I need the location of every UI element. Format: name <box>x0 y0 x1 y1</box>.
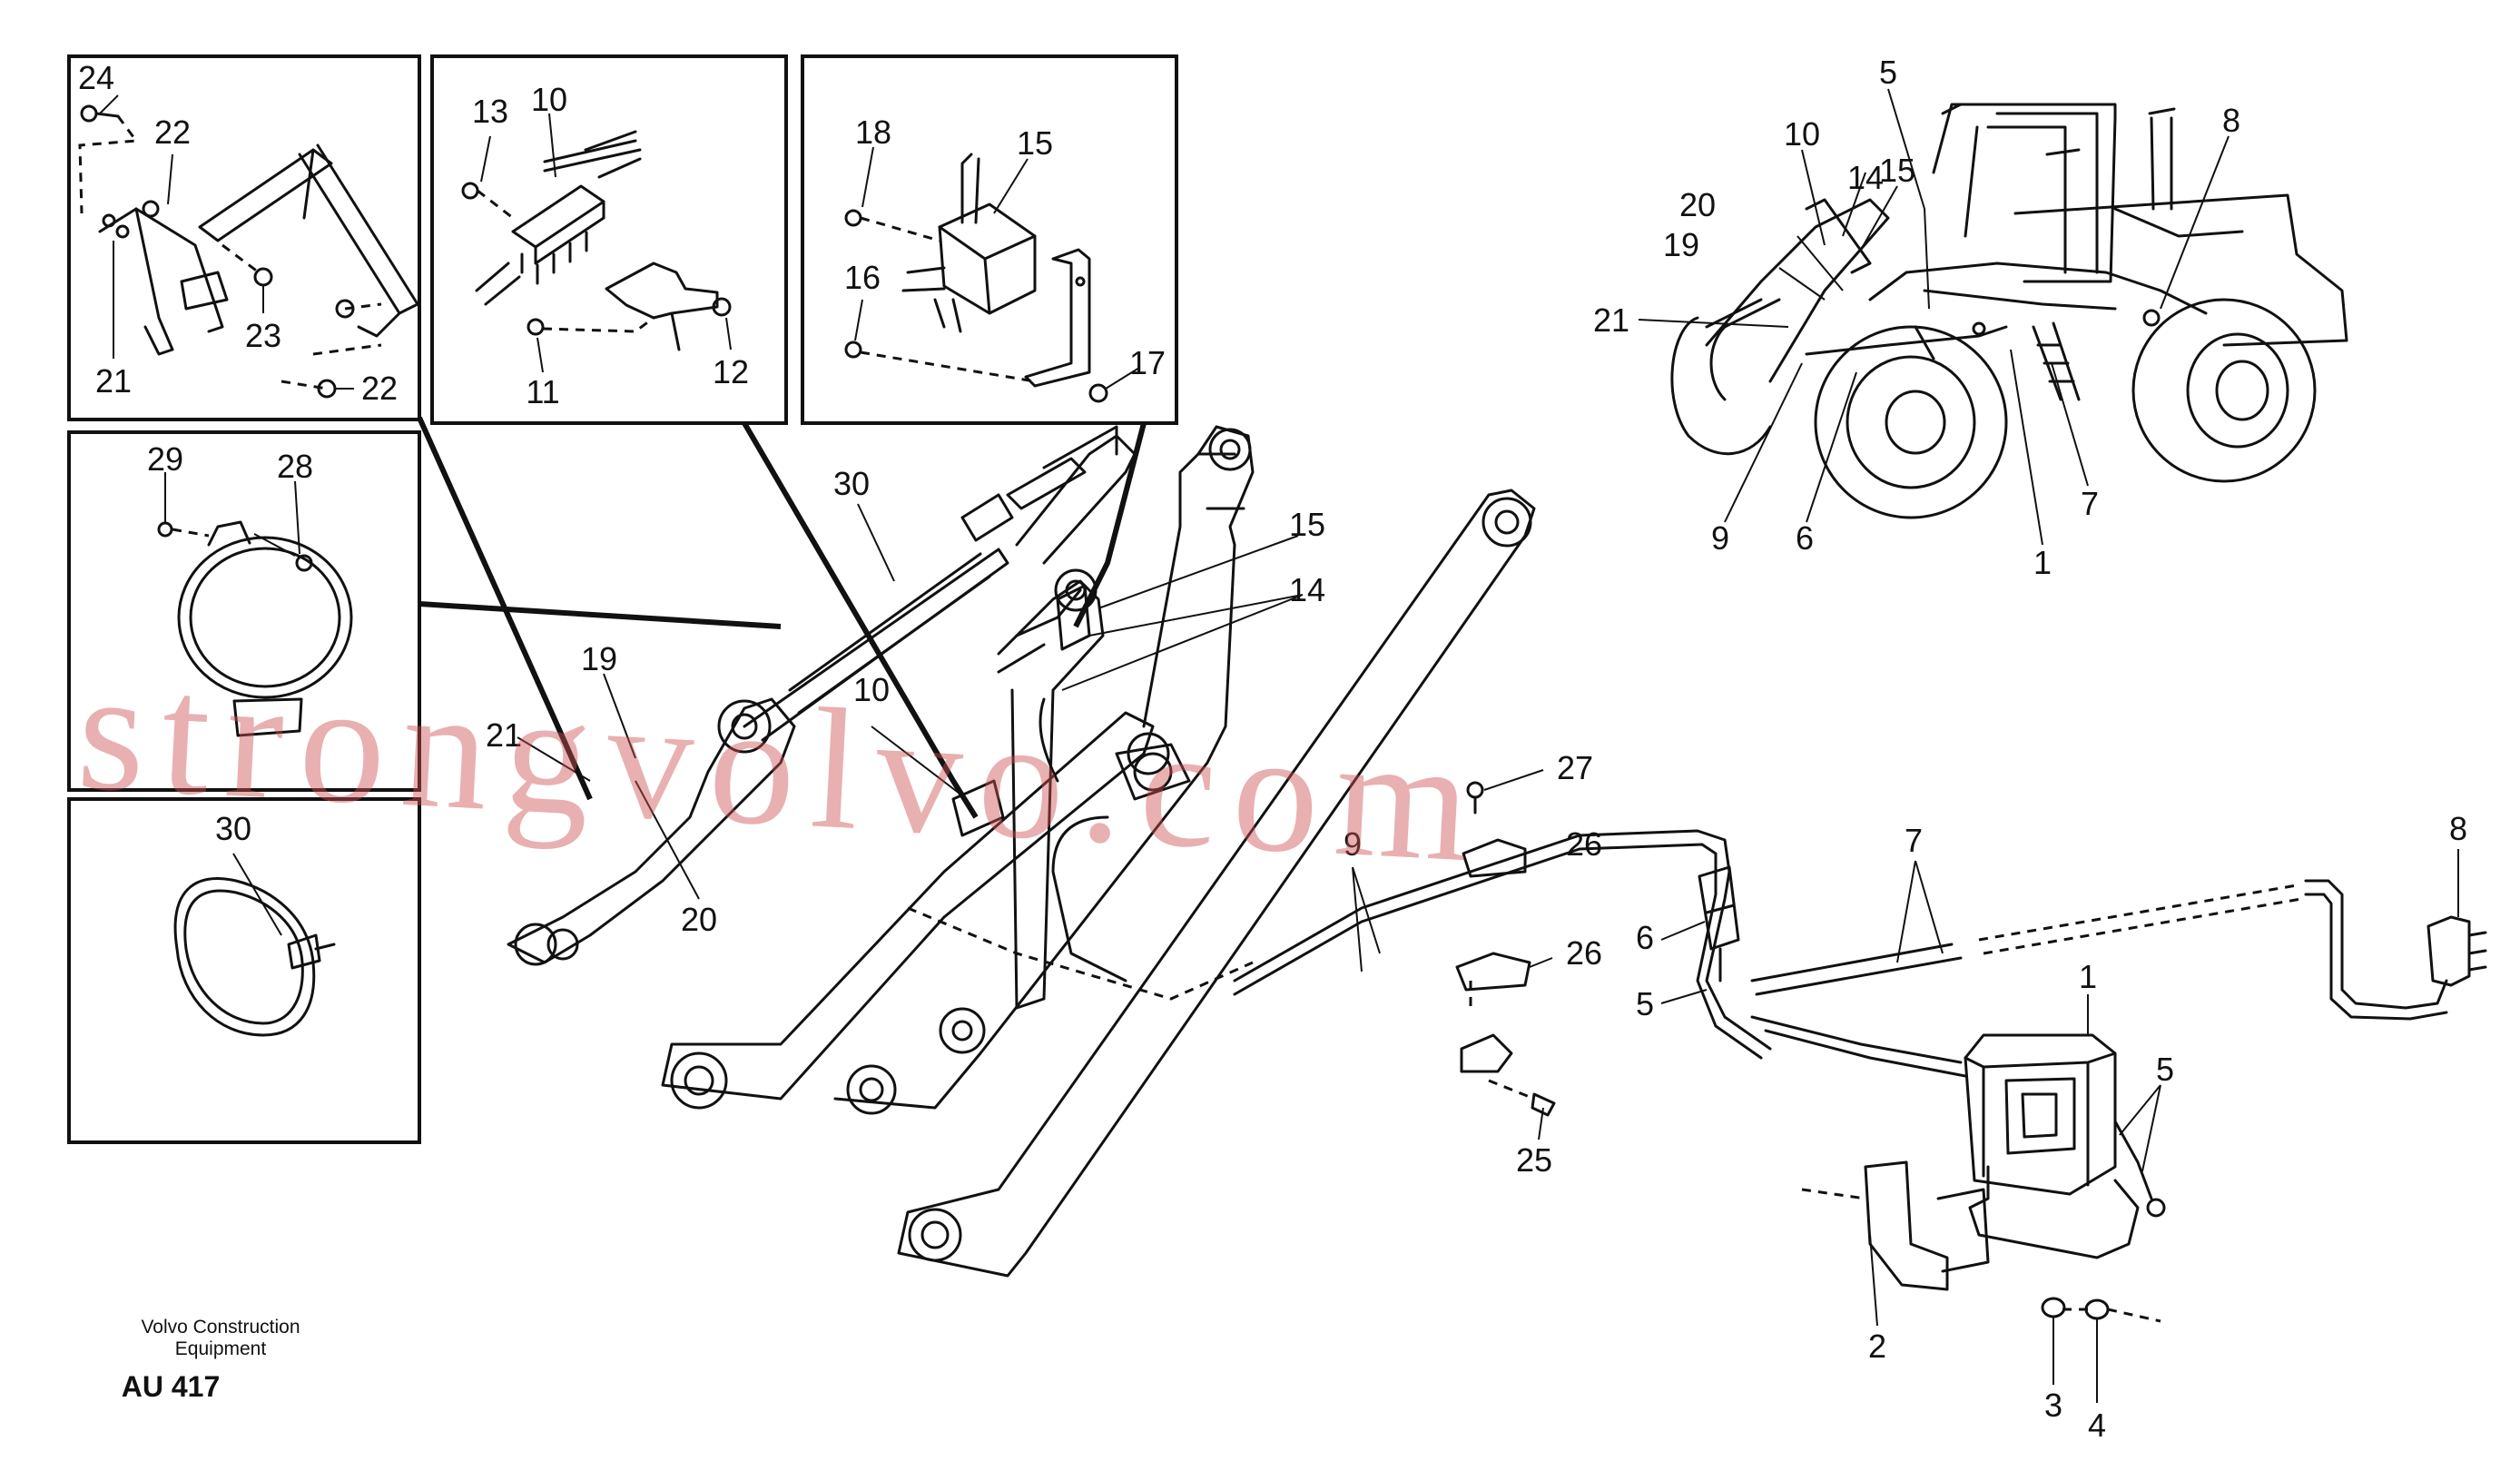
callout-label: 18 <box>855 114 891 151</box>
callout-label: 20 <box>1679 186 1716 223</box>
drawing-code: AU 417 <box>122 1370 221 1403</box>
callout-label: 21 <box>95 362 132 400</box>
callout-label: 19 <box>581 640 617 677</box>
callout-label: 8 <box>2222 102 2240 139</box>
callout-label: 4 <box>2088 1407 2106 1444</box>
callout-label: 10 <box>531 81 567 118</box>
callout-label: 13 <box>472 93 508 130</box>
callout-label: 6 <box>1636 919 1654 956</box>
callout-label: 29 <box>147 440 183 478</box>
detail-box-valve: 13 10 11 12 <box>430 54 788 425</box>
callout-label: 1 <box>2033 544 2052 581</box>
callout-label: 30 <box>833 465 870 502</box>
main-boom-assembly: 30 15 14 19 21 10 20 27 26 26 25 9 7 8 6… <box>486 425 2487 1444</box>
callout-label: 24 <box>78 59 114 96</box>
brand-line-1: Volvo Construction <box>141 1317 300 1338</box>
callout-label: 20 <box>681 901 717 938</box>
callout-label: 9 <box>1344 825 1362 863</box>
callout-label: 15 <box>1289 506 1325 543</box>
callout-label: 10 <box>853 671 890 708</box>
callout-label: 11 <box>526 373 559 410</box>
callout-label: 7 <box>1905 822 1923 859</box>
callout-label: 2 <box>1868 1328 1886 1365</box>
callout-label: 14 <box>1847 159 1884 196</box>
callout-label: 26 <box>1566 825 1602 863</box>
brand-line-2: Equipment <box>175 1338 267 1359</box>
callout-label: 5 <box>1636 985 1654 1022</box>
detail-box-cable-tie: 30 <box>67 797 421 1144</box>
callout-label: 8 <box>2449 810 2467 847</box>
callout-label: 5 <box>2156 1051 2174 1088</box>
callout-label: 17 <box>1129 344 1166 381</box>
detail-box-valve-side: 18 15 16 17 <box>801 54 1178 425</box>
detail-box-clamp: 29 28 <box>67 430 421 792</box>
callout-label: 21 <box>486 716 522 754</box>
callout-label: 1 <box>2079 958 2097 995</box>
footer-block: Volvo Construction Equipment AU 417 <box>122 1317 300 1403</box>
callout-label: 28 <box>277 448 313 485</box>
callout-label: 22 <box>154 114 191 151</box>
callout-label: 3 <box>2044 1387 2062 1424</box>
callout-label: 22 <box>361 370 398 407</box>
loader-overview: 5 10 8 20 14 15 19 21 9 6 1 7 <box>1593 54 2348 581</box>
callout-label: 14 <box>1289 571 1325 608</box>
callout-label: 30 <box>215 810 251 847</box>
callout-label: 15 <box>1879 152 1915 189</box>
callout-label: 27 <box>1557 749 1593 786</box>
callout-label: 25 <box>1516 1141 1552 1179</box>
callout-label: 23 <box>245 317 281 354</box>
callout-label: 19 <box>1663 226 1699 263</box>
callout-label: 6 <box>1796 519 1814 557</box>
callout-label: 15 <box>1017 124 1053 162</box>
detail-box-bracket: 24 22 23 22 21 <box>67 54 421 421</box>
callout-label: 16 <box>844 259 881 296</box>
callout-label: 10 <box>1784 115 1820 153</box>
callout-label: 12 <box>713 353 749 390</box>
callout-label: 9 <box>1711 519 1729 557</box>
callout-label: 26 <box>1566 934 1602 972</box>
callout-label: 7 <box>2081 485 2099 522</box>
callout-label: 5 <box>1879 54 1897 91</box>
callout-label: 21 <box>1593 301 1629 339</box>
